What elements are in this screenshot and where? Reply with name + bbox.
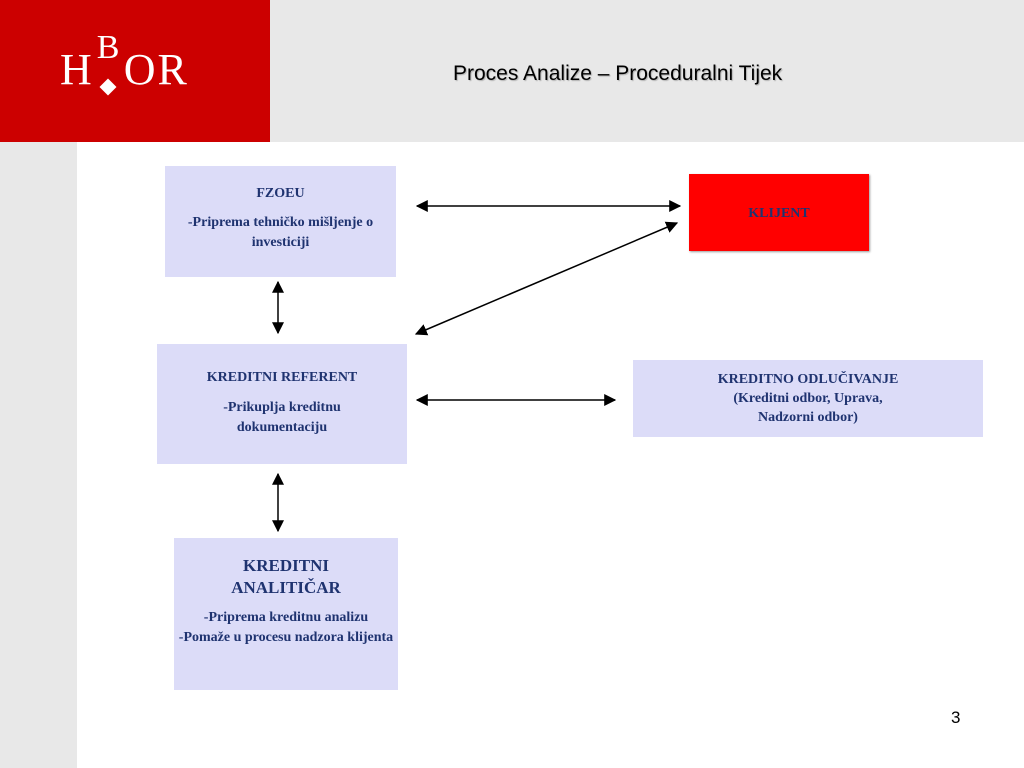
- page-number: 3: [951, 708, 961, 727]
- odlucivanje-line-1: (Kreditni odbor, Uprava,: [733, 391, 883, 406]
- logo-b-mark: B: [94, 31, 124, 96]
- fzoeu-description: -Priprema tehničko mišljenje o investici…: [187, 215, 374, 250]
- logo-letter-h: H: [60, 45, 94, 94]
- klijent-box: KLIJENT: [689, 174, 869, 251]
- referent-description: -Prikuplja kreditnu dokumentaciju: [223, 400, 341, 435]
- klijent-title: KLIJENT: [748, 206, 810, 221]
- analiticar-task-1: -Priprema kreditnu analizu: [203, 610, 369, 625]
- analiticar-task-2: -Pomaže u procesu nadzora klijenta: [178, 630, 394, 645]
- logo-letter-b: B: [96, 29, 122, 66]
- kreditni-analiticar-box: KREDITNI ANALITIČAR -Priprema kreditnu a…: [174, 538, 398, 690]
- referent-title: KREDITNI REFERENT: [206, 370, 358, 385]
- odlucivanje-title: KREDITNO ODLUČIVANJE: [717, 372, 899, 387]
- analiticar-title: KREDITNI ANALITIČAR: [231, 556, 341, 597]
- arrow-klijent-referent: [414, 221, 679, 336]
- slide-title: Proces Analize – Proceduralni Tijek: [453, 62, 783, 85]
- fzoeu-box: FZOEU -Priprema tehničko mišljenje o inv…: [165, 166, 396, 277]
- kreditni-referent-box: KREDITNI REFERENT -Prikuplja kreditnu do…: [157, 344, 407, 464]
- fzoeu-title: FZOEU: [256, 186, 305, 201]
- logo-letters-or: OR: [123, 45, 189, 94]
- kreditno-odlucivanje-box: KREDITNO ODLUČIVANJE (Kreditni odbor, Up…: [633, 360, 983, 437]
- left-strip: [0, 142, 77, 768]
- odlucivanje-line-2: Nadzorni odbor): [758, 410, 858, 425]
